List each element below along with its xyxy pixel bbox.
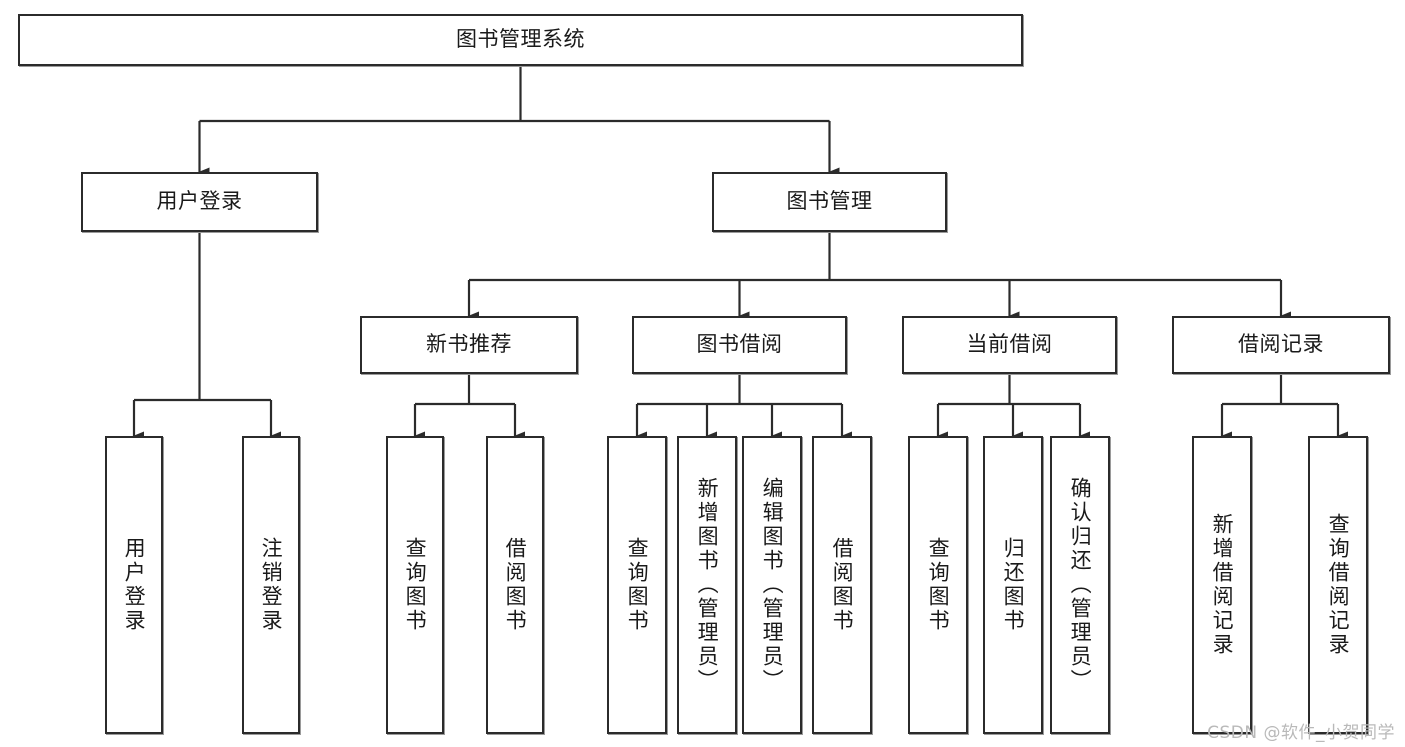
node-label: 借阅记录 bbox=[1238, 332, 1324, 357]
node-leaf-bo-add[interactable]: 新增图书（管理员） bbox=[677, 436, 737, 734]
node-label: 查询借阅记录 bbox=[1326, 513, 1351, 657]
node-borrow[interactable]: 图书借阅 bbox=[632, 316, 847, 374]
node-leaf-user-login[interactable]: 用户登录 bbox=[105, 436, 163, 734]
node-newbook[interactable]: 新书推荐 bbox=[360, 316, 578, 374]
node-label: 编辑图书（管理员） bbox=[760, 477, 785, 693]
node-leaf-nb-query[interactable]: 查询图书 bbox=[386, 436, 444, 734]
node-leaf-bo-borrow[interactable]: 借阅图书 bbox=[812, 436, 872, 734]
node-leaf-re-add[interactable]: 新增借阅记录 bbox=[1192, 436, 1252, 734]
node-leaf-cu-return[interactable]: 归还图书 bbox=[983, 436, 1043, 734]
node-label: 当前借阅 bbox=[966, 332, 1053, 357]
node-label: 注销登录 bbox=[259, 537, 284, 633]
node-bookmgmt[interactable]: 图书管理 bbox=[712, 172, 947, 232]
node-label: 用户登录 bbox=[122, 537, 147, 633]
node-records[interactable]: 借阅记录 bbox=[1172, 316, 1390, 374]
node-leaf-cu-query[interactable]: 查询图书 bbox=[908, 436, 968, 734]
node-label: 借阅图书 bbox=[830, 537, 855, 633]
node-leaf-user-logout[interactable]: 注销登录 bbox=[242, 436, 300, 734]
node-label: 新增图书（管理员） bbox=[695, 477, 720, 693]
watermark-text: CSDN @软件_小贺同学 bbox=[1207, 723, 1395, 743]
node-label: 新增借阅记录 bbox=[1210, 513, 1235, 657]
node-label: 归还图书 bbox=[1001, 537, 1026, 633]
node-leaf-cu-confirm[interactable]: 确认归还（管理员） bbox=[1050, 436, 1110, 734]
node-label: 确认归还（管理员） bbox=[1068, 477, 1093, 693]
node-label: 图书借阅 bbox=[696, 332, 783, 357]
node-label: 查询图书 bbox=[926, 537, 951, 633]
node-login[interactable]: 用户登录 bbox=[81, 172, 318, 232]
node-leaf-bo-edit[interactable]: 编辑图书（管理员） bbox=[742, 436, 802, 734]
node-current[interactable]: 当前借阅 bbox=[902, 316, 1117, 374]
node-label: 图书管理系统 bbox=[456, 27, 585, 52]
node-label: 借阅图书 bbox=[503, 537, 528, 633]
connector-lines bbox=[132, 66, 1348, 441]
node-label: 新书推荐 bbox=[426, 332, 512, 357]
node-label: 图书管理 bbox=[786, 189, 873, 214]
node-label: 查询图书 bbox=[403, 537, 428, 633]
node-root[interactable]: 图书管理系统 bbox=[18, 14, 1023, 66]
node-leaf-nb-borrow[interactable]: 借阅图书 bbox=[486, 436, 544, 734]
node-label: 用户登录 bbox=[156, 189, 243, 214]
node-leaf-re-query[interactable]: 查询借阅记录 bbox=[1308, 436, 1368, 734]
node-leaf-bo-query[interactable]: 查询图书 bbox=[607, 436, 667, 734]
node-label: 查询图书 bbox=[625, 537, 650, 633]
